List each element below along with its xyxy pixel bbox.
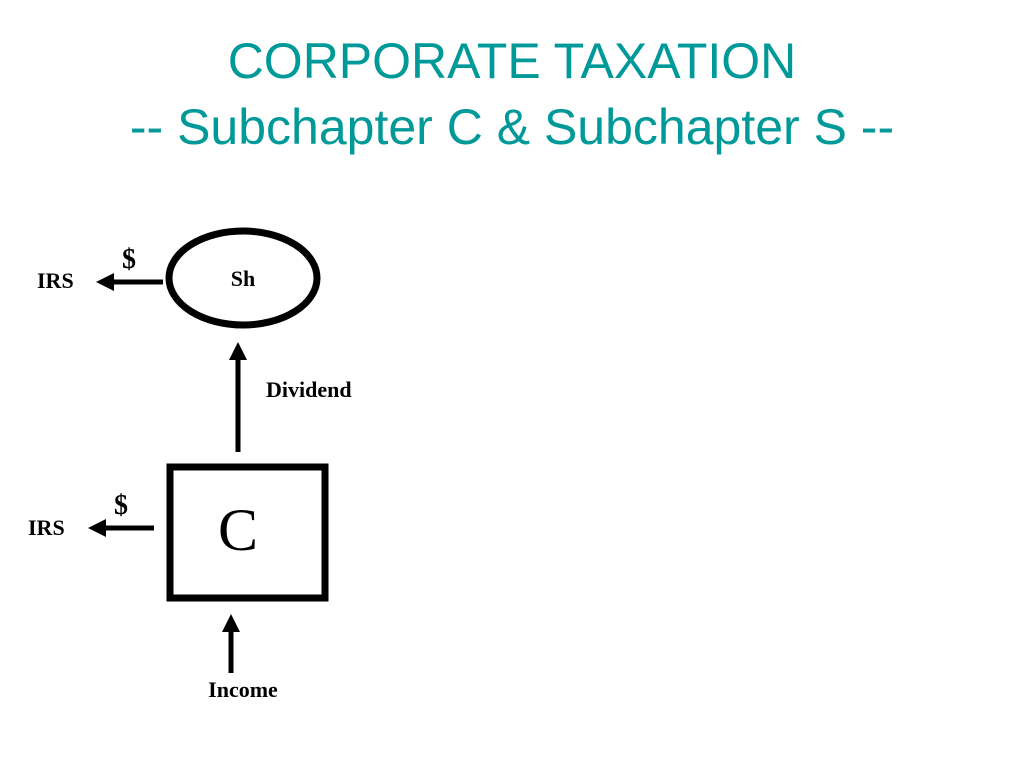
shareholder-tax-symbol: $ bbox=[122, 244, 136, 275]
dividend-flow: Dividend bbox=[229, 342, 352, 452]
shareholder-tax-flow: $ IRS bbox=[37, 244, 163, 293]
income-flow: Income bbox=[208, 614, 278, 702]
dividend-arrow-head bbox=[229, 342, 247, 360]
corporation-tax-symbol: $ bbox=[114, 490, 128, 521]
corporation-tax-arrow-head bbox=[88, 519, 106, 537]
income-label: Income bbox=[208, 677, 278, 702]
corporation-irs-label: IRS bbox=[28, 515, 65, 540]
shareholder-ellipse bbox=[165, 227, 321, 329]
corporation-box bbox=[166, 463, 329, 602]
title-line-1: CORPORATE TAXATION bbox=[227, 33, 797, 89]
corporation-tax-flow: $ IRS bbox=[28, 490, 154, 540]
corporation-label: C bbox=[218, 497, 258, 563]
shareholder-label: Sh bbox=[231, 266, 255, 291]
shareholder-irs-label: IRS bbox=[37, 268, 74, 293]
income-arrow-head bbox=[222, 614, 240, 632]
title-line-2: -- Subchapter C & Subchapter S -- bbox=[129, 99, 895, 155]
shareholder-tax-arrow-head bbox=[96, 273, 114, 291]
corporation-node: C bbox=[166, 463, 329, 602]
shareholder-node: Sh bbox=[165, 227, 321, 329]
slide-title: CORPORATE TAXATION -- Subchapter C & Sub… bbox=[0, 28, 1024, 160]
dividend-label: Dividend bbox=[266, 377, 352, 402]
